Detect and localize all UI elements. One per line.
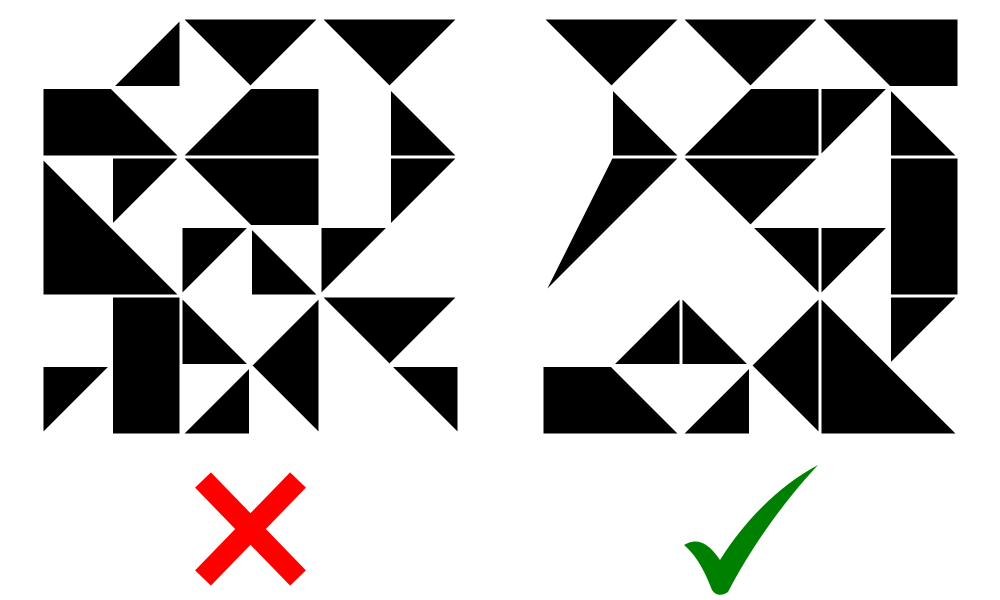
- wrong-tile-3: [318, 16, 461, 89]
- checkmark-icon: [684, 465, 818, 595]
- right-tile-10: [888, 155, 961, 298]
- right-tile-8: [540, 155, 683, 298]
- right-tile-3: [818, 16, 961, 89]
- wrong-tile-11: [179, 225, 252, 298]
- wrong-pattern-panel: [40, 16, 461, 437]
- wrong-tile-13: [318, 225, 391, 298]
- right-tile-12: [818, 225, 891, 298]
- right-tile-1: [540, 16, 683, 89]
- wrong-tile-8: [110, 155, 183, 228]
- correct-pattern-panel: [540, 16, 961, 437]
- wrong-tile-17: [179, 364, 252, 437]
- cross-icon: [195, 472, 306, 586]
- right-tile-2: [679, 16, 822, 89]
- wrong-tile-12: [249, 225, 322, 298]
- right-tile-7: [888, 86, 961, 159]
- wrong-tile-5: [179, 86, 322, 159]
- wrong-tile-18: [249, 294, 322, 437]
- right-tile-13: [610, 294, 683, 367]
- right-tile-17: [749, 294, 822, 437]
- right-tile-19: [888, 294, 961, 367]
- right-tile-4: [610, 86, 683, 159]
- wrong-tile-10: [388, 155, 461, 228]
- wrong-tile-15: [110, 294, 183, 437]
- right-tile-6: [818, 86, 891, 159]
- wrong-tile-4: [40, 86, 183, 159]
- right-tile-14: [679, 294, 752, 367]
- wrong-tile-16: [179, 294, 252, 367]
- wrong-tile-2: [179, 16, 322, 89]
- wrong-tile-6: [388, 86, 461, 159]
- right-tile-9: [679, 155, 822, 228]
- right-tile-11: [749, 225, 822, 298]
- wrong-tile-14: [40, 364, 113, 437]
- right-tile-5: [679, 86, 822, 159]
- right-tile-16: [679, 364, 752, 437]
- right-tile-15: [540, 364, 683, 437]
- wrong-tile-20: [388, 364, 461, 437]
- wrong-tile-9: [179, 155, 322, 228]
- wrong-tile-1: [110, 16, 183, 89]
- wrong-tile-19: [318, 294, 461, 367]
